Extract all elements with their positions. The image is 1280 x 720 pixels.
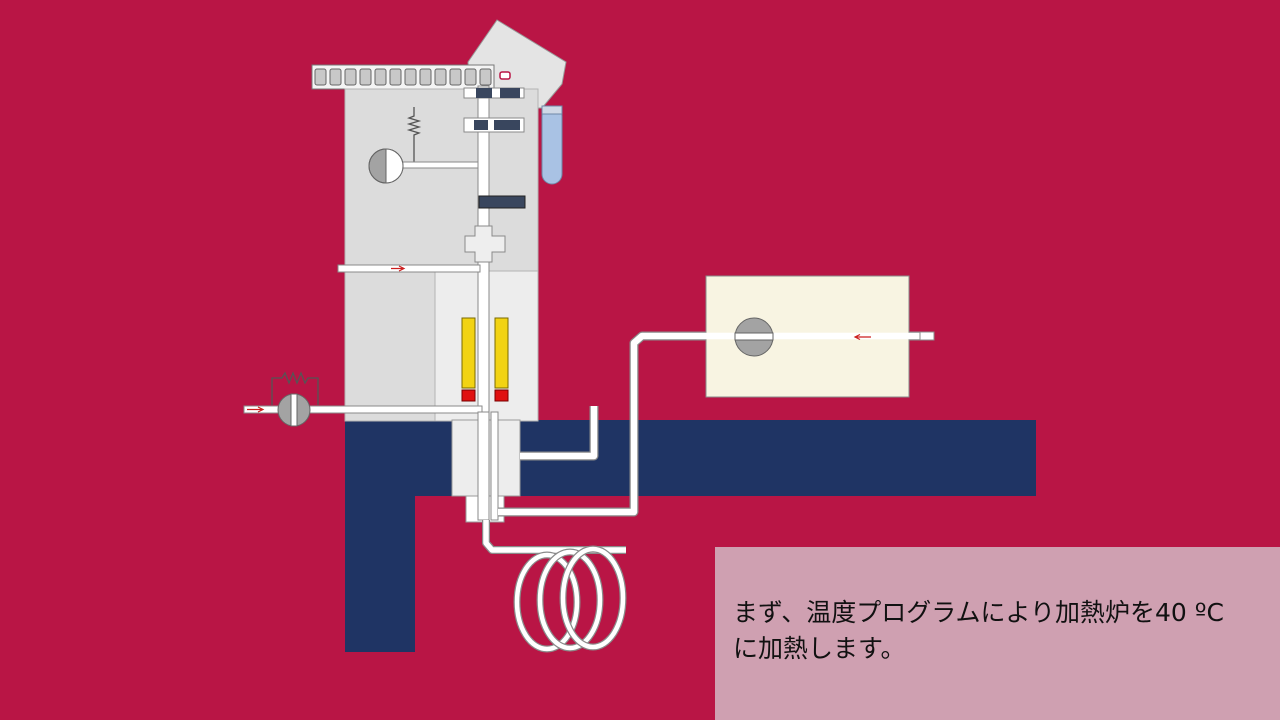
resistor-icon: [271, 371, 319, 405]
pyrolyzer-body-lower: [344, 270, 436, 422]
carrier-line-lower: [243, 405, 483, 414]
caption-line-2: に加熱します。: [733, 634, 906, 664]
heater-right: [494, 317, 509, 389]
column-coil-icon: [513, 545, 627, 653]
sample-vial-icon: [541, 105, 563, 185]
column-line: [482, 520, 626, 554]
caption-line-1: まず、温度プログラムにより加熱炉を40 ºC: [733, 598, 1224, 627]
flow-arrow-icon: [247, 406, 265, 413]
resistor-icon: [406, 107, 478, 166]
flow-arrow-icon: [853, 333, 871, 341]
seal-block: [478, 195, 526, 209]
heater-left: [461, 317, 476, 389]
flow-arrow-icon: [391, 265, 406, 272]
caption-box: まず、温度プログラムにより加熱炉を40 ºC に加熱します。: [715, 547, 1280, 720]
pyrolyzer-body-upper: [344, 88, 539, 272]
cross-connector: [464, 225, 506, 263]
carrier-line-upper: [337, 264, 481, 273]
sample-tray: [311, 64, 495, 90]
